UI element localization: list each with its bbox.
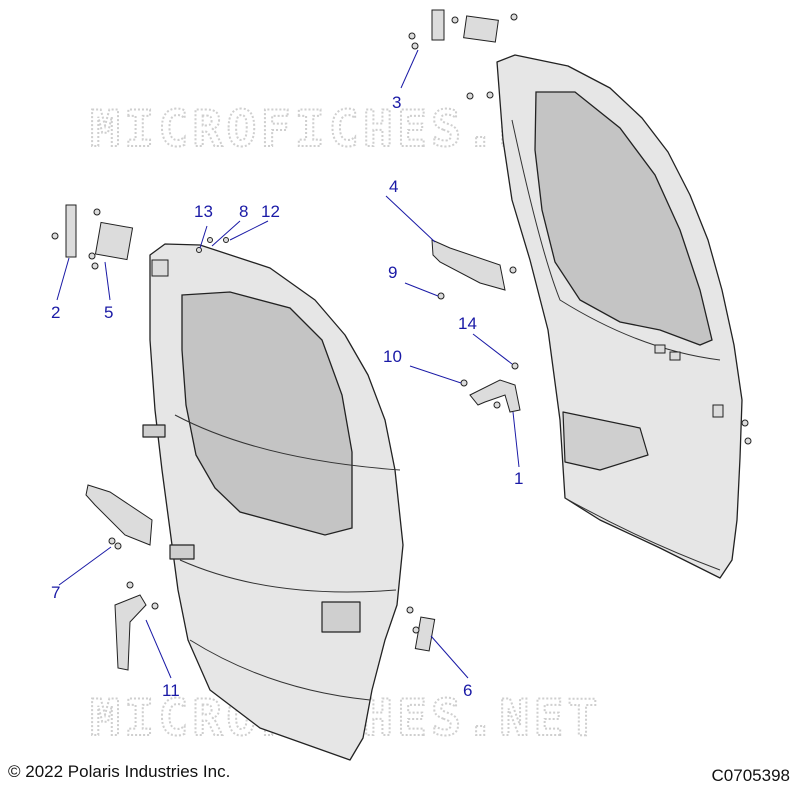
hinge-upper-front [51, 204, 134, 270]
callout-10: 10 [383, 347, 402, 366]
callout-1: 1 [514, 469, 523, 488]
callout-12: 12 [261, 202, 280, 221]
callout-9: 9 [388, 263, 397, 282]
bracket-6 [406, 606, 436, 652]
copyright-notice: © 2022 Polaris Industries Inc. [8, 762, 231, 781]
rear-door [496, 54, 752, 579]
callout-2: 2 [51, 303, 60, 322]
figure-id: C0705398 [711, 766, 790, 785]
hinge-upper-rear [408, 9, 518, 50]
strap-rear [431, 239, 517, 291]
striker-bracket [460, 362, 521, 413]
front-door [142, 243, 404, 761]
callout-14: 14 [458, 314, 477, 333]
callout-7: 7 [51, 583, 60, 602]
handle-11 [114, 581, 159, 671]
callout-4: 4 [389, 177, 398, 196]
callout-3: 3 [392, 93, 401, 112]
small-hardware [108, 91, 494, 550]
strap-front [85, 484, 153, 546]
leader-lines [56, 49, 520, 679]
callout-8: 8 [239, 202, 248, 221]
callout-13: 13 [194, 202, 213, 221]
callout-6: 6 [463, 681, 472, 700]
callout-11: 11 [162, 681, 180, 700]
callout-5: 5 [104, 303, 113, 322]
